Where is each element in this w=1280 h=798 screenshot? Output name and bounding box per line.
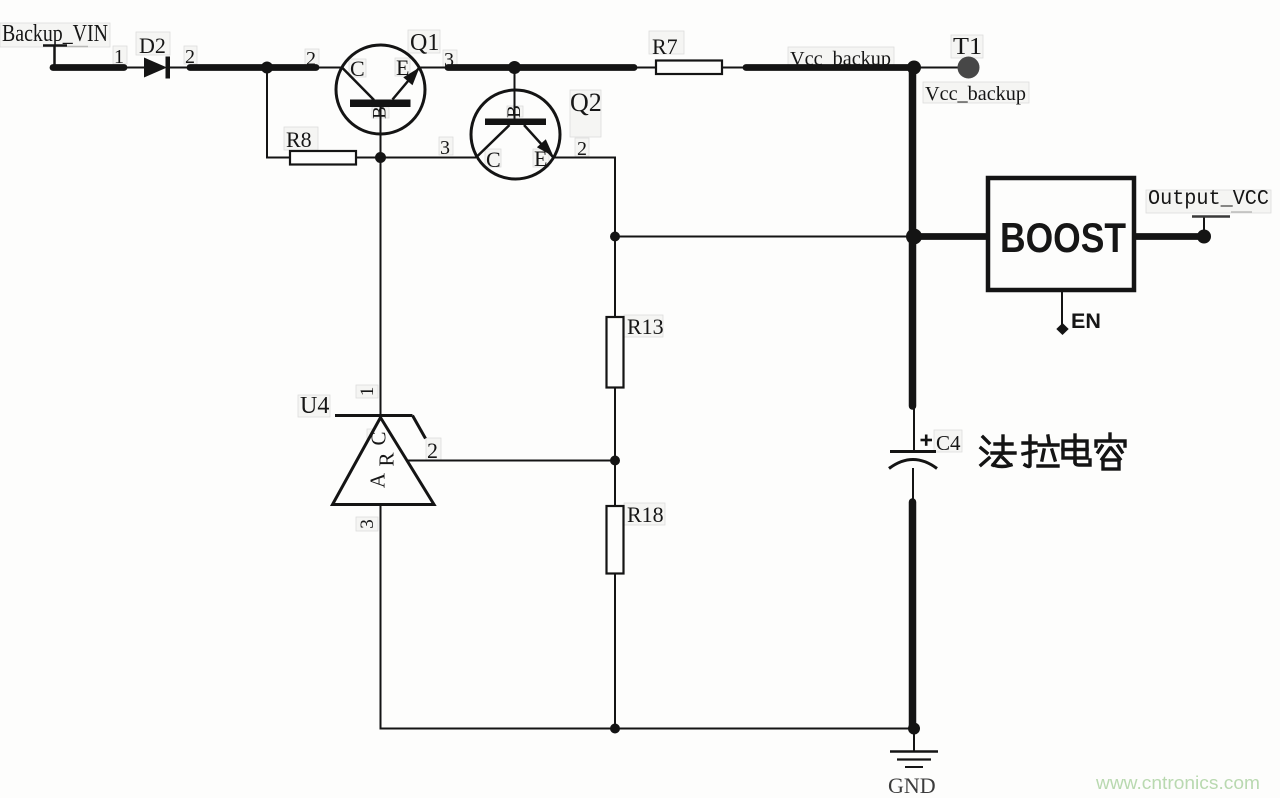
svg-text:3: 3 xyxy=(440,137,450,159)
svg-text:R: R xyxy=(375,452,399,466)
svg-text:Output_VCC: Output_VCC xyxy=(1148,188,1269,211)
svg-text:E: E xyxy=(396,55,409,80)
svg-text:R13: R13 xyxy=(627,314,664,339)
svg-text:Vcc_backup: Vcc_backup xyxy=(925,83,1026,105)
svg-text:E: E xyxy=(534,146,547,171)
svg-text:2: 2 xyxy=(185,46,195,68)
svg-text:C4: C4 xyxy=(936,431,961,455)
svg-text:U4: U4 xyxy=(300,393,329,419)
svg-text:B: B xyxy=(370,106,391,119)
svg-text:Q2: Q2 xyxy=(570,88,602,117)
svg-text:3: 3 xyxy=(357,519,378,529)
svg-text:2: 2 xyxy=(306,48,316,70)
svg-text:Backup_VIN: Backup_VIN xyxy=(2,21,108,47)
svg-text:Q1: Q1 xyxy=(410,30,439,56)
svg-text:R7: R7 xyxy=(652,34,678,59)
svg-text:GND: GND xyxy=(888,773,936,798)
svg-text:Vcc_backup: Vcc_backup xyxy=(790,48,891,70)
svg-text:D2: D2 xyxy=(139,33,166,58)
svg-text:1: 1 xyxy=(357,387,378,397)
svg-text:T1: T1 xyxy=(953,34,982,60)
svg-text:B: B xyxy=(504,105,525,118)
svg-text:C: C xyxy=(367,431,391,445)
svg-text:EN: EN xyxy=(1071,309,1101,333)
svg-text:www.cntronics.com: www.cntronics.com xyxy=(1095,773,1260,793)
svg-text:2: 2 xyxy=(577,138,587,160)
svg-text:C: C xyxy=(486,147,501,172)
svg-text:3: 3 xyxy=(444,49,454,71)
svg-text:1: 1 xyxy=(114,46,124,68)
svg-text:2: 2 xyxy=(427,438,438,463)
svg-text:R18: R18 xyxy=(627,502,664,527)
svg-text:BOOST: BOOST xyxy=(1000,214,1126,261)
svg-text:C: C xyxy=(350,56,365,81)
svg-text:A: A xyxy=(366,472,390,488)
svg-text:R8: R8 xyxy=(286,127,312,152)
